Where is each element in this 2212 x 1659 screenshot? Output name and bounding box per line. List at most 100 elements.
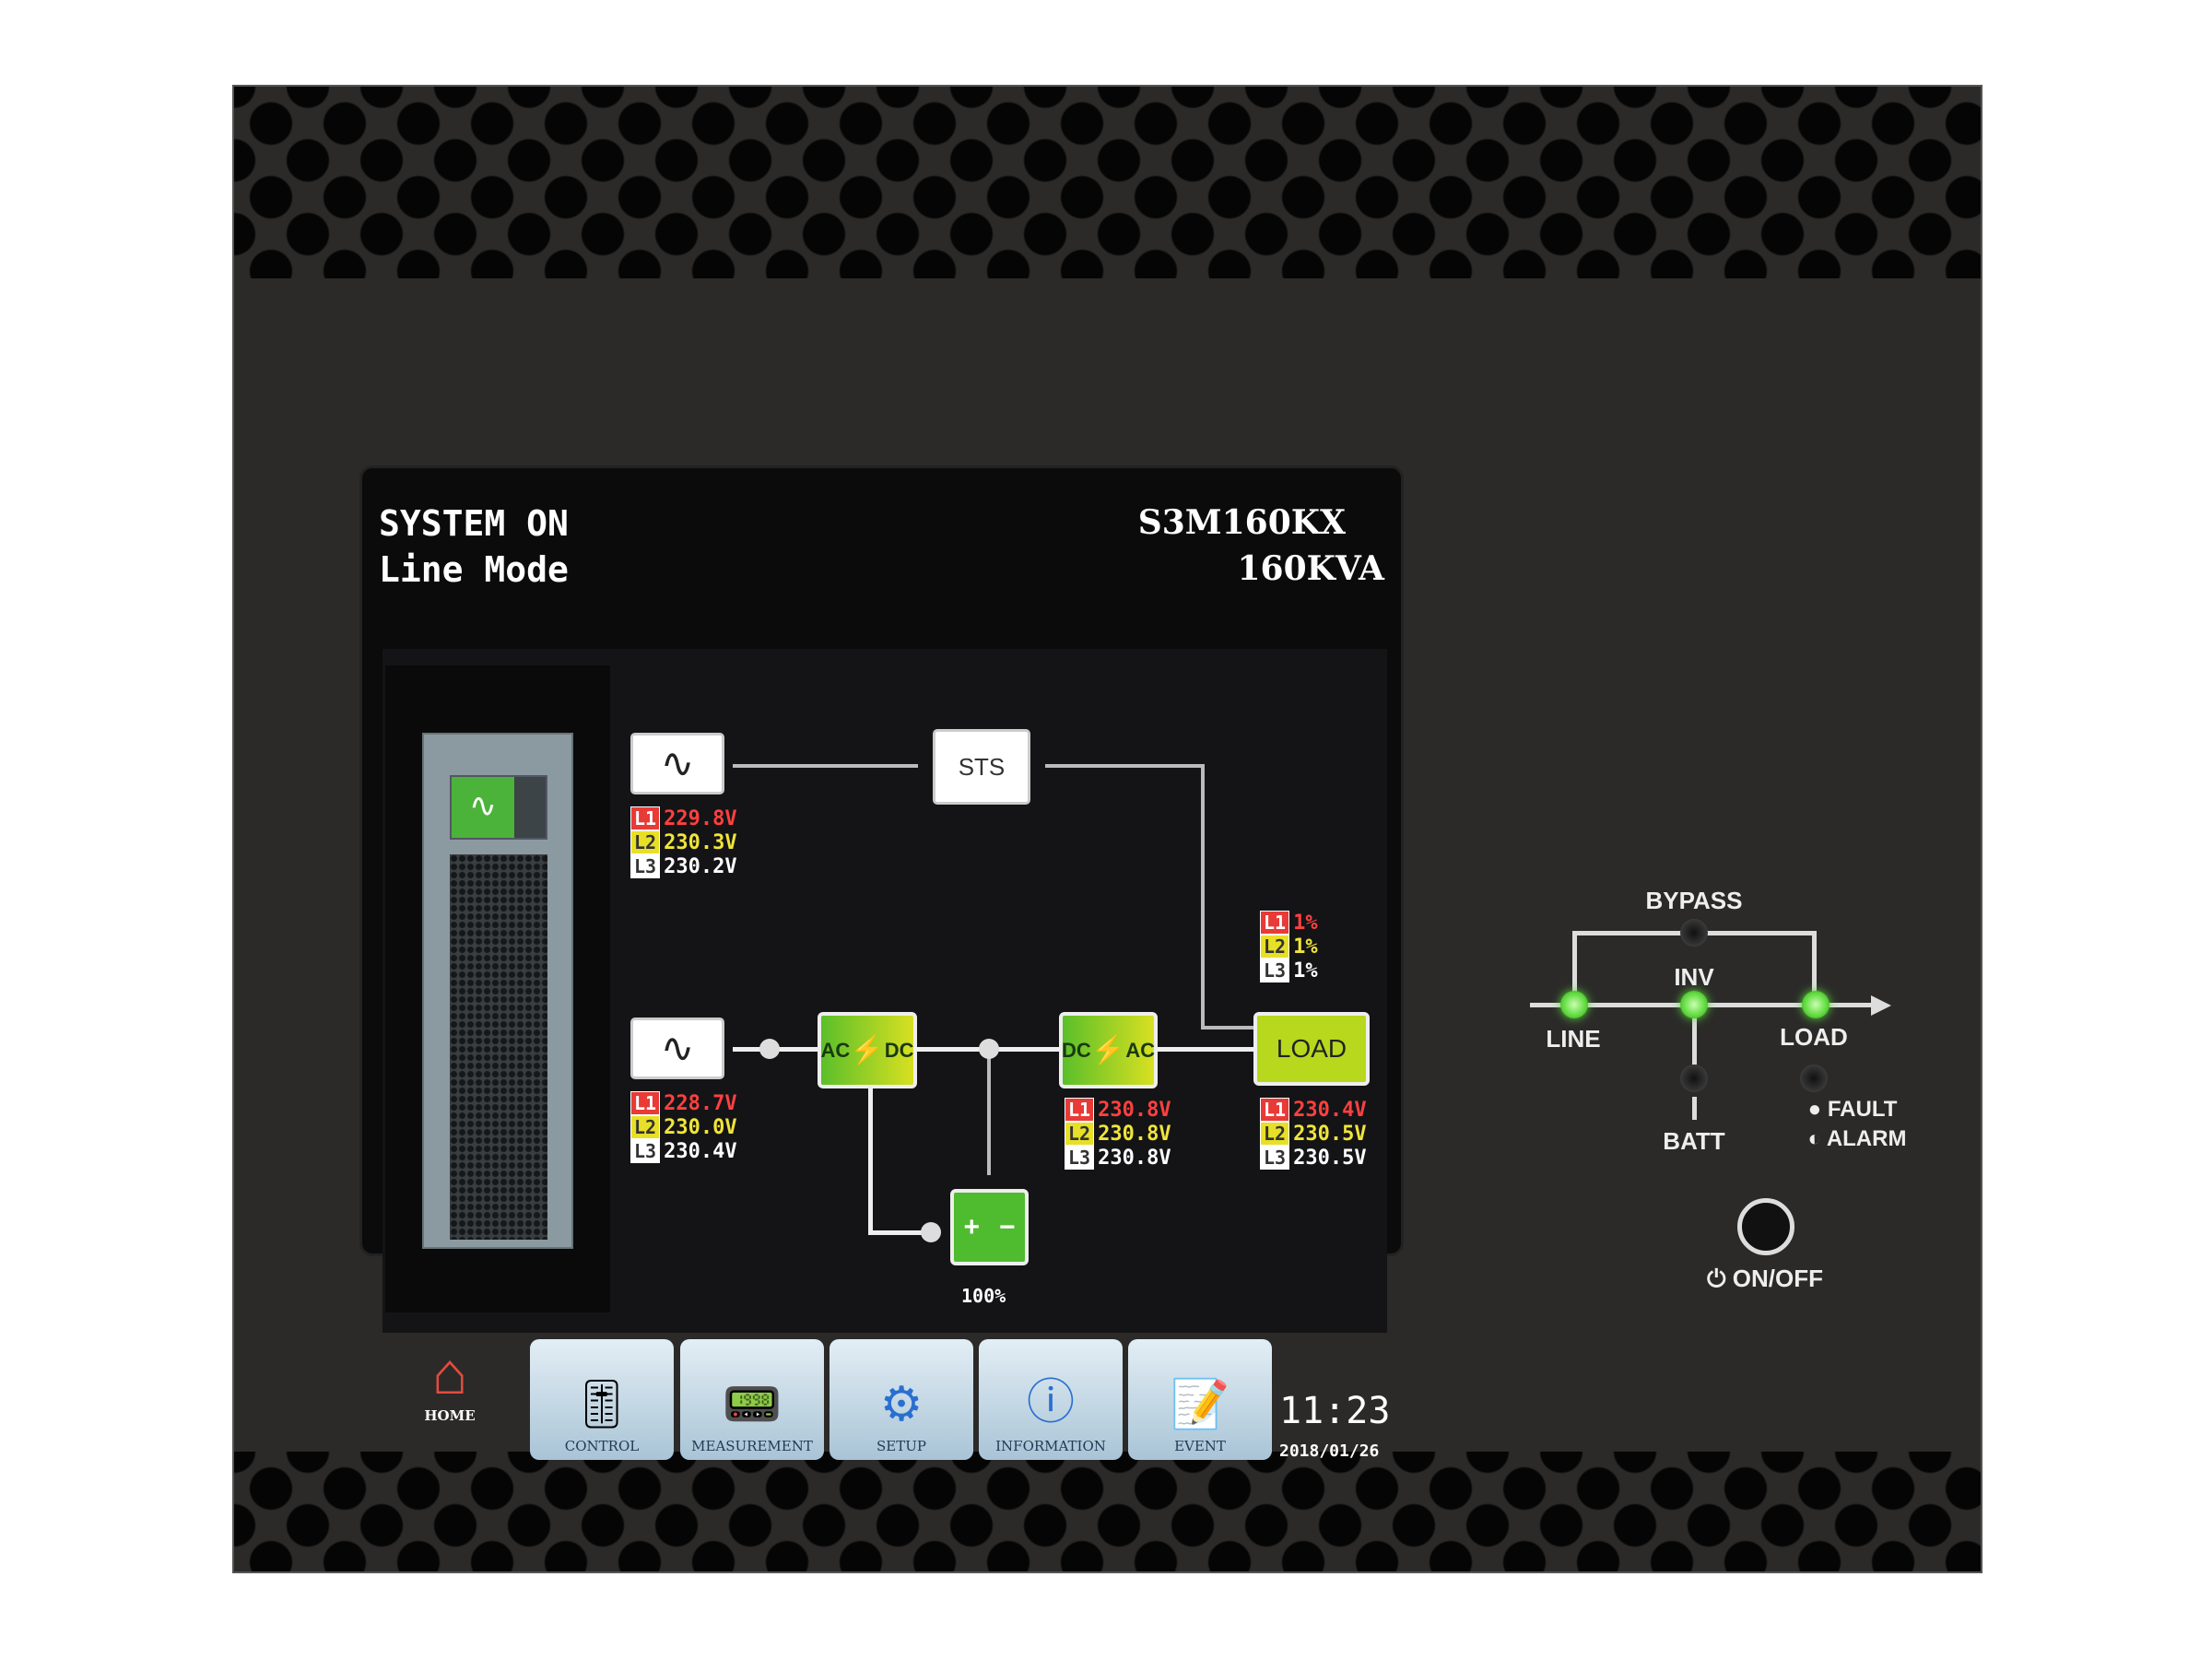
power-button[interactable] xyxy=(1737,1198,1794,1255)
phase-tag: L2 xyxy=(1065,1122,1095,1146)
ups-cabinet-image: ∿ xyxy=(422,733,573,1249)
phase-tag: L2 xyxy=(630,830,661,854)
setup-button[interactable]: ⚙SETUP xyxy=(830,1339,973,1460)
batt-led xyxy=(1680,1065,1708,1092)
phase-value: 230.8V xyxy=(1098,1098,1171,1122)
fault-alarm-led xyxy=(1800,1065,1828,1092)
mains-input-sine-icon[interactable]: ∿ xyxy=(630,1018,724,1079)
phase-value: 230.2V xyxy=(664,854,737,878)
sts-label: STS xyxy=(958,752,1006,781)
phase-value: 230.5V xyxy=(1293,1122,1367,1146)
clock-date: 2018/01/26 xyxy=(1279,1441,1380,1461)
phase-tag: L1 xyxy=(1260,911,1290,935)
gear-icon: ⚙ xyxy=(879,1378,924,1431)
lcd-touchscreen: SYSTEM ON Line Mode S3M160KX 160KVA ∿ ∿ … xyxy=(359,465,1404,1461)
batt-label: BATT xyxy=(1663,1127,1725,1155)
event-button[interactable]: 📝EVENT xyxy=(1128,1339,1272,1460)
junction-dot xyxy=(759,1039,780,1059)
phase-tag: L2 xyxy=(1260,1122,1290,1146)
phase-value: 230.8V xyxy=(1098,1146,1171,1170)
phase-tag: L2 xyxy=(630,1115,661,1139)
ups-front-panel xyxy=(232,85,1983,1573)
model-name: S3M160KX xyxy=(1137,503,1346,542)
clock-time: 11:23 xyxy=(1279,1390,1391,1432)
control-button[interactable]: 🎚CONTROL xyxy=(530,1339,674,1460)
rectifier-block[interactable]: AC⚡DC xyxy=(818,1012,917,1088)
fault-dot-icon: ● xyxy=(1807,1097,1822,1122)
phase-tag: L1 xyxy=(1260,1098,1290,1122)
line-led xyxy=(1560,991,1588,1018)
phase-tag: L3 xyxy=(1260,1146,1290,1170)
minus-icon: − xyxy=(998,1211,1016,1242)
bypass-label: BYPASS xyxy=(1645,887,1743,914)
arrow-icon xyxy=(1871,995,1891,1016)
phase-value: 230.3V xyxy=(664,830,737,854)
alarm-label: ◐ ALARM xyxy=(1807,1126,1907,1151)
inv-led xyxy=(1680,991,1708,1018)
bypass-led xyxy=(1680,919,1708,947)
sts-switch[interactable]: STS xyxy=(933,729,1030,805)
load-block[interactable]: LOAD xyxy=(1253,1012,1370,1086)
home-icon: ⌂ xyxy=(431,1340,468,1406)
phase-tag: L1 xyxy=(1065,1098,1095,1122)
phase-tag: L2 xyxy=(1260,935,1290,959)
bypass-input-sine-icon[interactable]: ∿ xyxy=(630,733,724,794)
inverter-block[interactable]: DC⚡AC xyxy=(1059,1012,1158,1088)
battery-block[interactable]: +− xyxy=(950,1189,1029,1265)
phase-value: 228.7V xyxy=(664,1091,737,1115)
power-icon: ⏻ xyxy=(1706,1265,1726,1292)
phase-value: 230.4V xyxy=(1293,1098,1367,1122)
half-circle-icon: ◐ xyxy=(1807,1126,1822,1151)
multimeter-icon: 📟 xyxy=(722,1378,782,1431)
event-log-icon: 📝 xyxy=(1170,1378,1230,1431)
phase-tag: L3 xyxy=(1260,959,1290,982)
phase-value: 229.8V xyxy=(664,806,737,830)
sine-wave-icon: ∿ xyxy=(452,777,514,838)
system-status: SYSTEM ON xyxy=(379,503,569,544)
power-rating: 160KVA xyxy=(1237,549,1384,588)
phase-value: 1% xyxy=(1293,959,1318,982)
cabinet-mesh xyxy=(450,854,547,1240)
phase-value: 1% xyxy=(1293,935,1318,959)
fault-label: ● FAULT xyxy=(1807,1097,1898,1122)
measurement-button[interactable]: 📟MEASUREMENT xyxy=(680,1339,824,1460)
junction-dot xyxy=(979,1039,999,1059)
battery-percent: 100% xyxy=(961,1285,1006,1307)
load-led xyxy=(1802,991,1830,1018)
junction-dot xyxy=(921,1222,941,1242)
lightning-icon: ⚡ xyxy=(1090,1035,1126,1065)
lightning-icon: ⚡ xyxy=(850,1035,885,1065)
phase-tag: L3 xyxy=(630,1139,661,1163)
operating-mode: Line Mode xyxy=(379,549,569,590)
phase-value: 230.5V xyxy=(1293,1146,1367,1170)
info-icon: ⓘ xyxy=(1026,1376,1075,1430)
inv-label: INV xyxy=(1674,963,1714,991)
phase-value: 1% xyxy=(1293,911,1318,935)
line-label: LINE xyxy=(1546,1025,1601,1053)
vent-grille-top xyxy=(234,87,1981,278)
control-icon: 🎚 xyxy=(571,1378,632,1431)
vent-grille-bottom xyxy=(234,1452,1981,1571)
phase-tag: L3 xyxy=(630,854,661,878)
phase-tag: L3 xyxy=(1065,1146,1095,1170)
load-label: LOAD xyxy=(1780,1023,1848,1051)
phase-tag: L1 xyxy=(630,1091,661,1115)
phase-value: 230.0V xyxy=(664,1115,737,1139)
home-button[interactable]: ⌂ HOME xyxy=(408,1339,491,1460)
phase-tag: L1 xyxy=(630,806,661,830)
onoff-label: ⏻ ON/OFF xyxy=(1706,1265,1824,1292)
